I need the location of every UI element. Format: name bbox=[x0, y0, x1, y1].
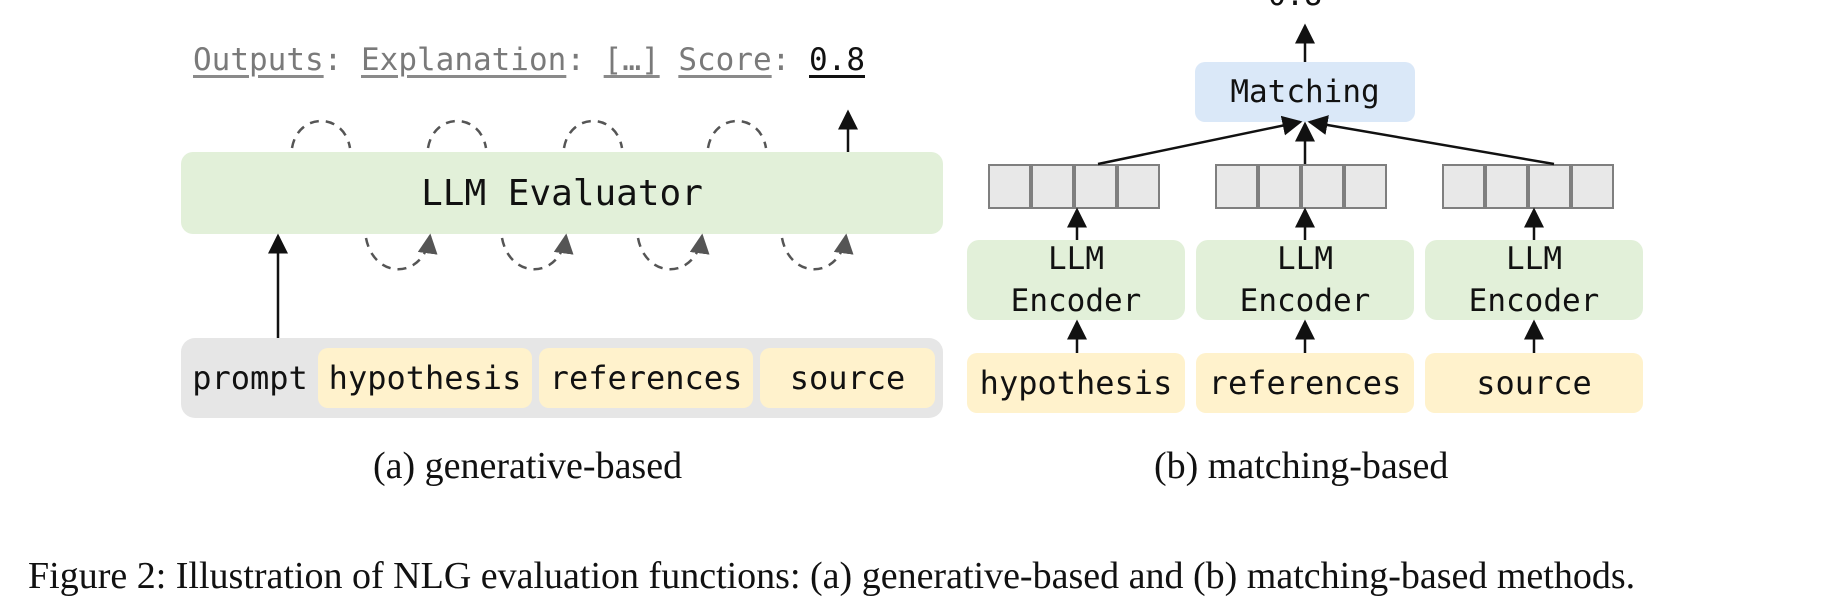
colon: : bbox=[323, 42, 343, 78]
caption-b: (b) matching-based bbox=[1154, 445, 1449, 487]
decoding-loop-bottom-1 bbox=[364, 233, 438, 271]
llm-encoder-references: LLM Encoder bbox=[1196, 240, 1414, 320]
encoder-label-line1: LLM bbox=[1506, 241, 1562, 277]
outputs-line: Outputs: Explanation: […] Score: 0.8 bbox=[193, 40, 865, 80]
references-token: references bbox=[539, 348, 753, 408]
vector-to-matching-arrow-3 bbox=[1307, 115, 1555, 166]
matching-score-value: 0.8 bbox=[1268, 0, 1322, 13]
decoding-loop-bottom-4 bbox=[780, 233, 854, 271]
embedding-vector-source bbox=[1442, 164, 1614, 209]
explanation-ellipsis: […] bbox=[603, 42, 660, 78]
score-label: Score bbox=[678, 42, 772, 78]
decoding-loop-bottom-3 bbox=[636, 233, 710, 271]
decoding-loop-top-3 bbox=[562, 119, 624, 149]
caption-a: (a) generative-based bbox=[373, 445, 683, 487]
llm-evaluator-box: LLM Evaluator bbox=[181, 152, 943, 234]
colon: : bbox=[566, 42, 585, 78]
prompt-token: prompt bbox=[192, 359, 308, 397]
input-references: references bbox=[1196, 353, 1414, 413]
matching-box: Matching bbox=[1195, 62, 1415, 122]
encoder-label-line1: LLM bbox=[1277, 241, 1333, 277]
encoder-label-line2: Encoder bbox=[1468, 283, 1600, 319]
matching-label: Matching bbox=[1230, 74, 1380, 110]
decoding-loop-bottom-2 bbox=[500, 233, 574, 271]
figure-caption: Figure 2: Illustration of NLG evaluation… bbox=[28, 555, 1636, 597]
outputs-label: Outputs bbox=[193, 42, 324, 78]
source-token: source bbox=[760, 348, 935, 408]
llm-encoder-hypothesis: LLM Encoder bbox=[967, 240, 1185, 320]
input-source: source bbox=[1425, 353, 1643, 413]
colon: : bbox=[771, 42, 791, 78]
hypothesis-token: hypothesis bbox=[318, 348, 532, 408]
explanation-label: Explanation bbox=[361, 42, 567, 78]
encoder-label-line2: Encoder bbox=[1010, 283, 1142, 319]
embedding-vector-references bbox=[1215, 164, 1387, 209]
llm-encoder-source: LLM Encoder bbox=[1425, 240, 1643, 320]
decoding-loop-top-2 bbox=[426, 119, 488, 149]
embedding-vector-hypothesis bbox=[988, 164, 1160, 209]
encoder-label-line1: LLM bbox=[1048, 241, 1104, 277]
llm-evaluator-label: LLM Evaluator bbox=[421, 172, 703, 214]
input-hypothesis: hypothesis bbox=[967, 353, 1185, 413]
vector-to-matching-arrow-1 bbox=[1097, 115, 1303, 166]
decoding-loop-top-1 bbox=[290, 119, 352, 149]
score-value: 0.8 bbox=[809, 42, 865, 78]
encoder-label-line2: Encoder bbox=[1239, 283, 1371, 319]
decoding-loop-top-4 bbox=[706, 119, 768, 149]
